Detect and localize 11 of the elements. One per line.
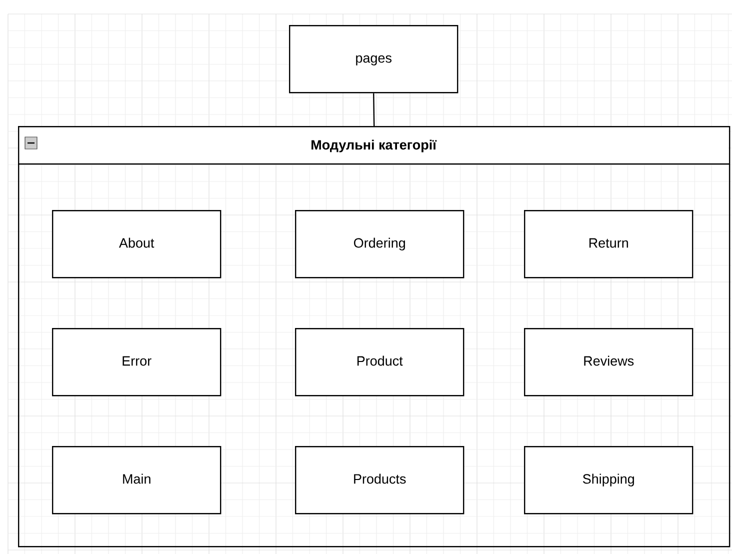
process-box: About [52, 210, 222, 278]
process-box: Reviews [524, 328, 694, 396]
process-box: Shipping [524, 446, 694, 514]
process-box: Error [52, 328, 222, 396]
process-box: Main [52, 446, 222, 514]
connector-line [373, 93, 375, 126]
process-box: Return [524, 210, 694, 278]
process-box: Ordering [295, 210, 464, 278]
process-box: pages [289, 25, 458, 94]
process-box: Product [295, 328, 464, 396]
process-box: Products [295, 446, 464, 514]
